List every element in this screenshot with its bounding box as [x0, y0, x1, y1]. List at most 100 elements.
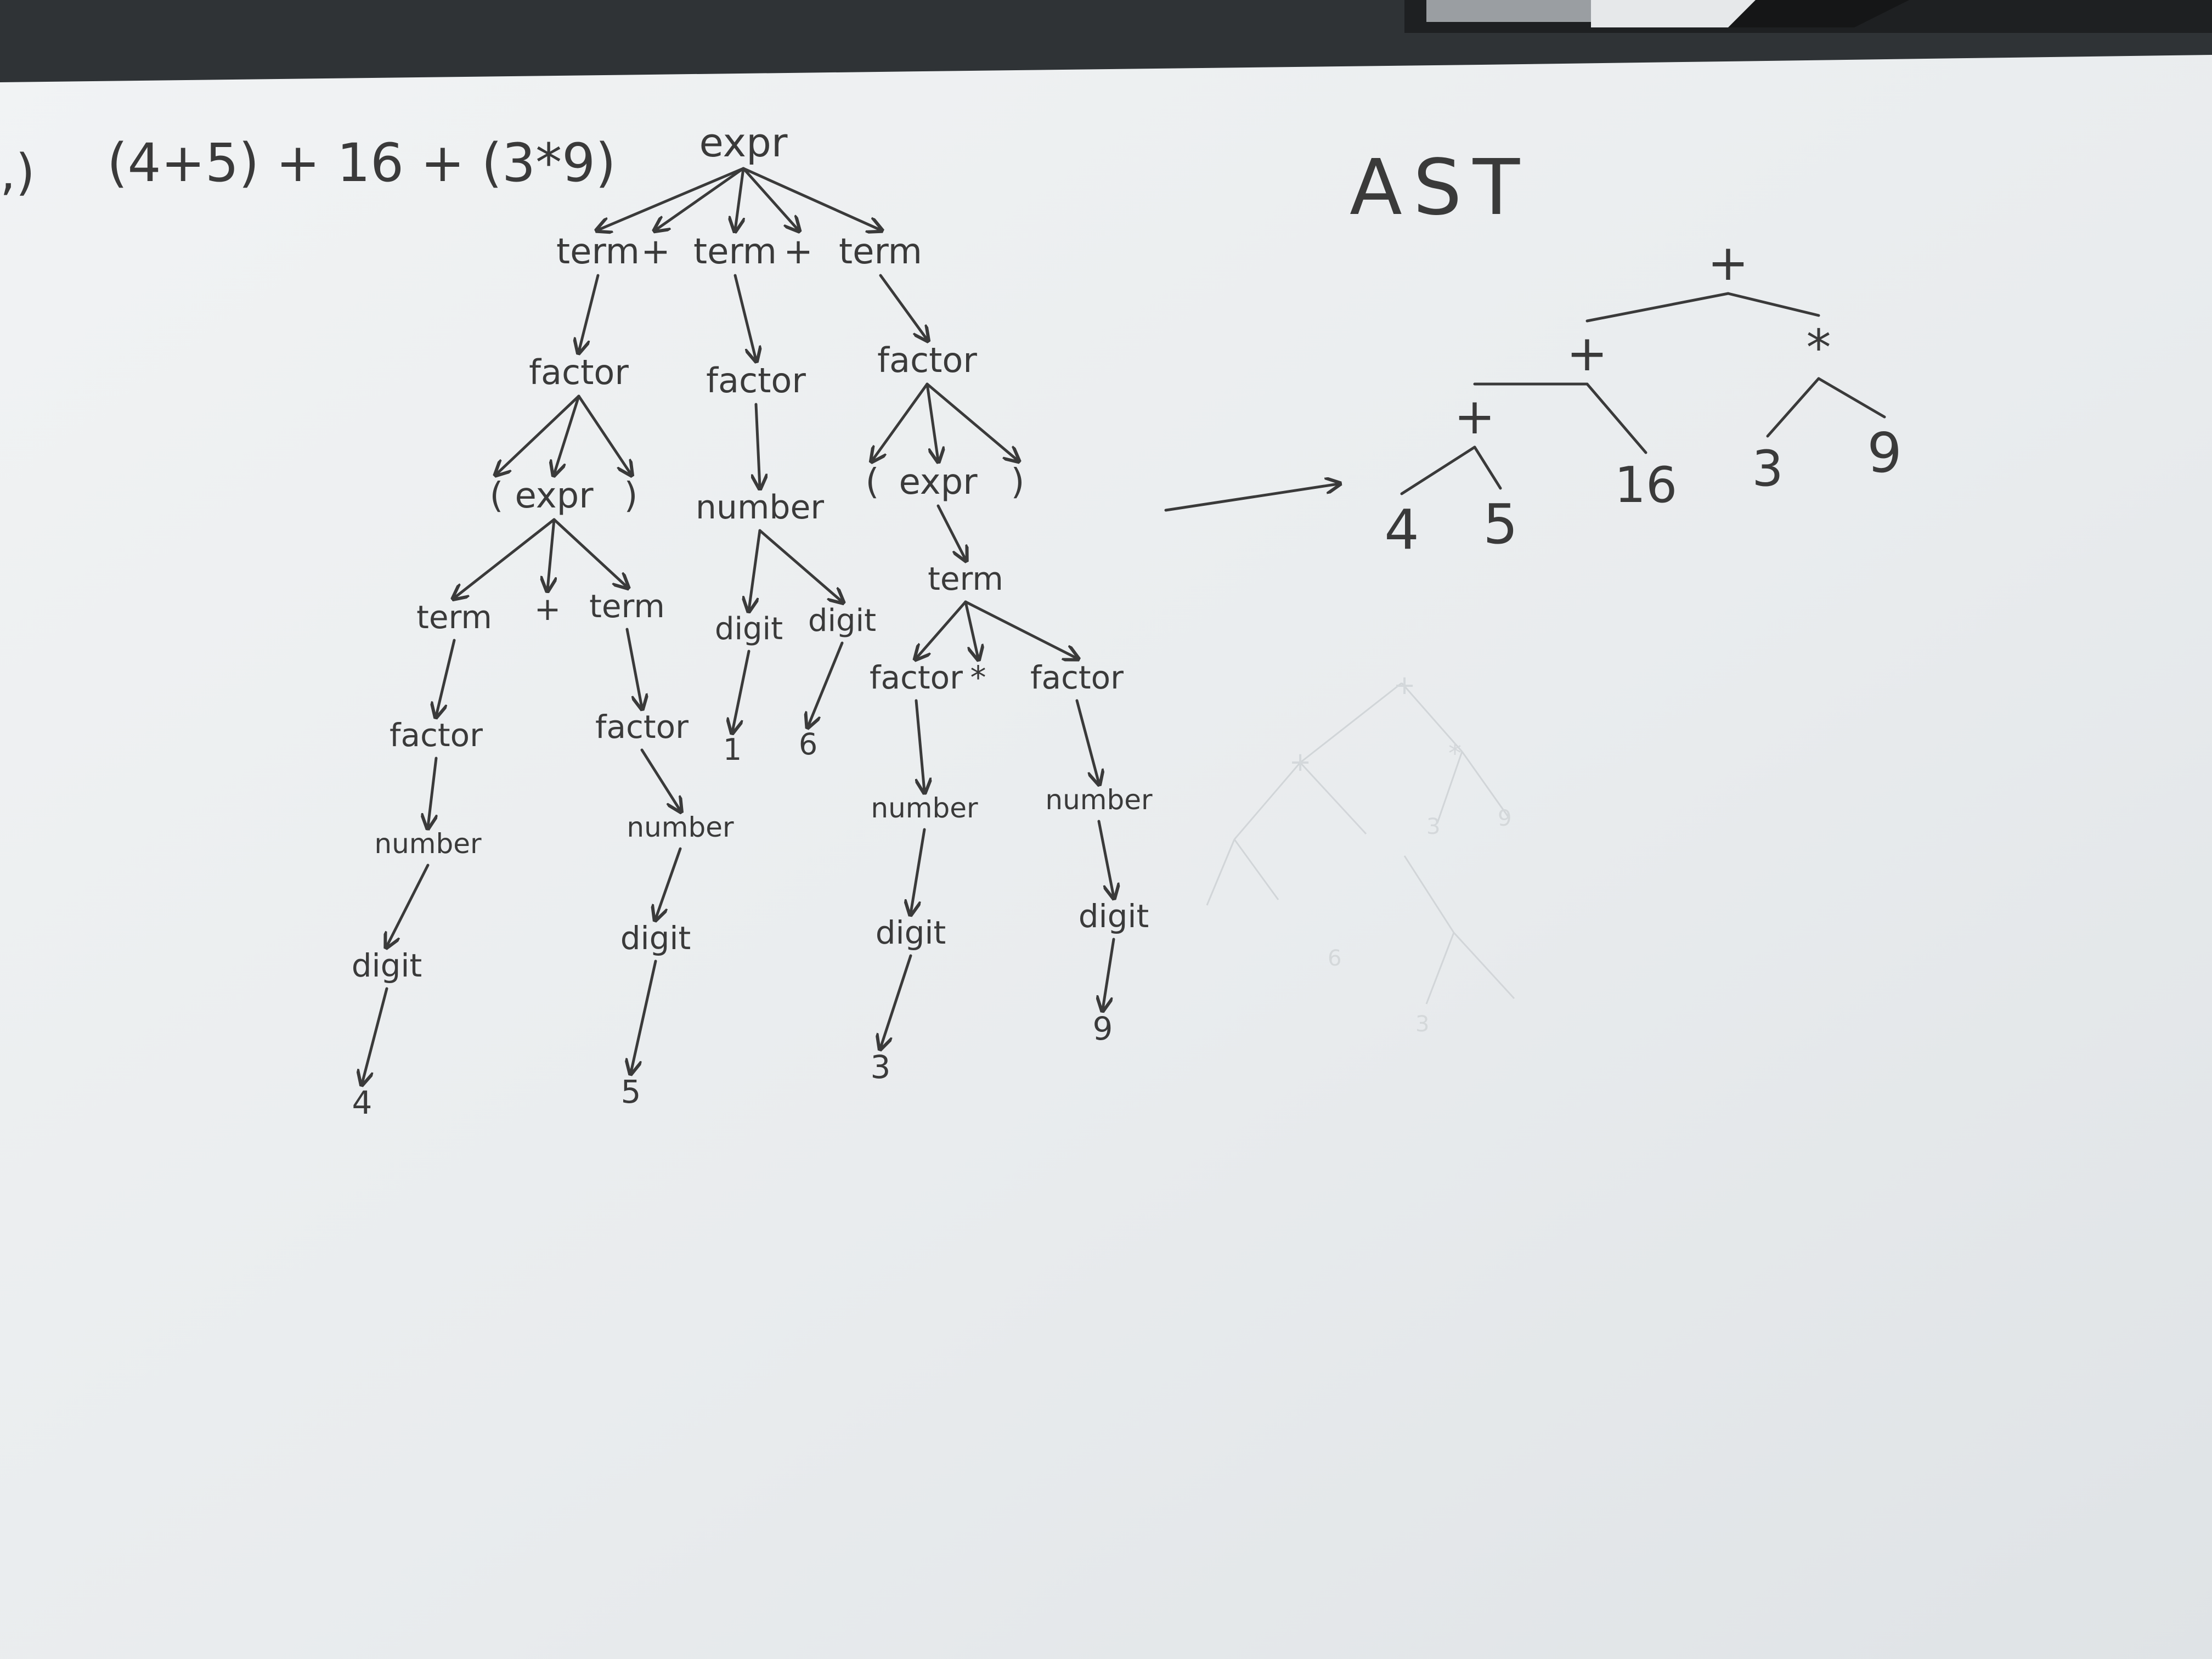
tree-edge	[926, 382, 1018, 460]
tree-edge	[598, 167, 745, 230]
tree-node-a_5: 5	[1483, 492, 1518, 556]
tree-edge	[742, 167, 798, 230]
tree-edge	[732, 650, 751, 732]
tree-edge	[496, 394, 580, 474]
tree-node-t11: term	[416, 599, 492, 636]
tree-node-op11: +	[534, 590, 561, 628]
tree-edge	[1585, 292, 1730, 323]
transform-arrow	[1164, 484, 1339, 512]
tree-edge	[964, 600, 978, 658]
tree-edge	[1585, 382, 1647, 454]
tree-edge	[911, 828, 926, 913]
tree-edge	[631, 960, 657, 1073]
tree-node-op1: +	[641, 232, 670, 272]
tree-edge	[1097, 820, 1114, 897]
tree-node-v6: 6	[799, 727, 817, 761]
tree-edge	[656, 847, 682, 919]
tree-edge	[742, 167, 881, 230]
tree-node-d22: digit	[808, 603, 876, 639]
tree-node-d11: digit	[352, 947, 422, 984]
tree-node-d12: digit	[620, 919, 691, 957]
tree-node-t1: term	[556, 232, 640, 272]
tree-node-f32: factor	[1030, 659, 1124, 696]
svg-text:3: 3	[1426, 814, 1440, 839]
tree-node-n31: number	[871, 792, 978, 824]
background-objects	[1404, 0, 2212, 33]
tree-node-v3: 3	[871, 1048, 891, 1086]
tree-edge	[872, 382, 929, 460]
svg-text:+: +	[1393, 670, 1415, 701]
tree-edge	[579, 274, 600, 352]
tree-node-a_16: 16	[1615, 456, 1678, 514]
tree-node-f2: factor	[706, 360, 806, 400]
tree-node-e3: expr	[899, 462, 978, 503]
tree-node-f12: factor	[595, 708, 689, 746]
svg-text:3: 3	[1415, 1012, 1429, 1037]
expression: (4+5) + 16 + (3*9)	[107, 132, 616, 194]
tree-node-f1: factor	[529, 352, 629, 392]
tree-node-t3: term	[839, 232, 922, 272]
tree-edge	[735, 167, 743, 230]
tree-node-a_4: 4	[1384, 498, 1419, 562]
tree-edge	[808, 641, 844, 726]
tree-edge	[916, 600, 967, 658]
tree-node-f3: factor	[877, 340, 977, 380]
tree-node-v4: 4	[352, 1084, 373, 1121]
tree-edge	[428, 757, 436, 827]
tree-node-op2: +	[783, 232, 813, 272]
problem-label: ,)	[0, 144, 35, 201]
tree-edge	[915, 699, 924, 792]
svg-text:6: 6	[1328, 946, 1341, 971]
tree-edge	[454, 518, 556, 598]
tree-edge	[936, 504, 966, 560]
tree-edge	[625, 628, 642, 708]
tree-edge	[1817, 377, 1886, 419]
tree-node-n2: number	[696, 488, 825, 527]
tree-node-v5: 5	[621, 1073, 641, 1110]
tree-node-t2: term	[693, 232, 777, 272]
tree-node-d21: digit	[715, 611, 783, 647]
tree-edge	[758, 529, 842, 602]
tree-node-t31: term	[928, 560, 1003, 597]
ast-title: AST	[1350, 143, 1531, 233]
tree-node-a_9: 9	[1867, 421, 1902, 485]
tree-edge	[1473, 445, 1502, 490]
tree-edge	[554, 394, 580, 474]
tree-node-rp1: )	[624, 476, 638, 516]
tree-node-f11: factor	[390, 716, 483, 754]
tree-edge	[1075, 699, 1099, 783]
tree-edge	[926, 382, 938, 460]
tree-edge	[1103, 938, 1115, 1009]
tree-node-op31: *	[970, 659, 986, 696]
tree-node-v9: 9	[1093, 1010, 1113, 1047]
tree-node-lp1: (	[490, 476, 504, 516]
tree-edge	[756, 403, 760, 487]
svg-text:*: *	[1448, 738, 1462, 769]
tree-node-a_plus2: +	[1454, 388, 1495, 445]
tree-node-n11: number	[374, 828, 482, 860]
tree-edge	[387, 864, 430, 946]
tree-node-a_plus: +	[1566, 325, 1607, 382]
tree-node-d32: digit	[1079, 898, 1149, 935]
tree-edge	[552, 518, 627, 587]
tree-node-a_3: 3	[1752, 440, 1783, 498]
tree-node-v1: 1	[723, 732, 742, 767]
tree-node-lp3: (	[866, 462, 879, 503]
tree-node-e1: expr	[515, 476, 594, 516]
tree-edge	[1766, 377, 1820, 438]
tree-node-a_root: +	[1707, 234, 1748, 292]
tree-edge	[577, 394, 631, 474]
tree-node-rp3: )	[1011, 462, 1025, 503]
tree-node-root: expr	[699, 120, 788, 166]
tree-edge	[640, 748, 680, 811]
tree-edge	[1726, 292, 1820, 317]
tree-edge	[964, 600, 1077, 658]
tree-node-n32: number	[1045, 784, 1153, 816]
svg-text:+: +	[1289, 747, 1311, 777]
ghost-tree: + + * 3 9 6 3	[1206, 670, 1515, 1037]
tree-edge	[879, 274, 927, 340]
tree-edge	[436, 639, 456, 716]
tree-node-d31: digit	[876, 914, 946, 951]
